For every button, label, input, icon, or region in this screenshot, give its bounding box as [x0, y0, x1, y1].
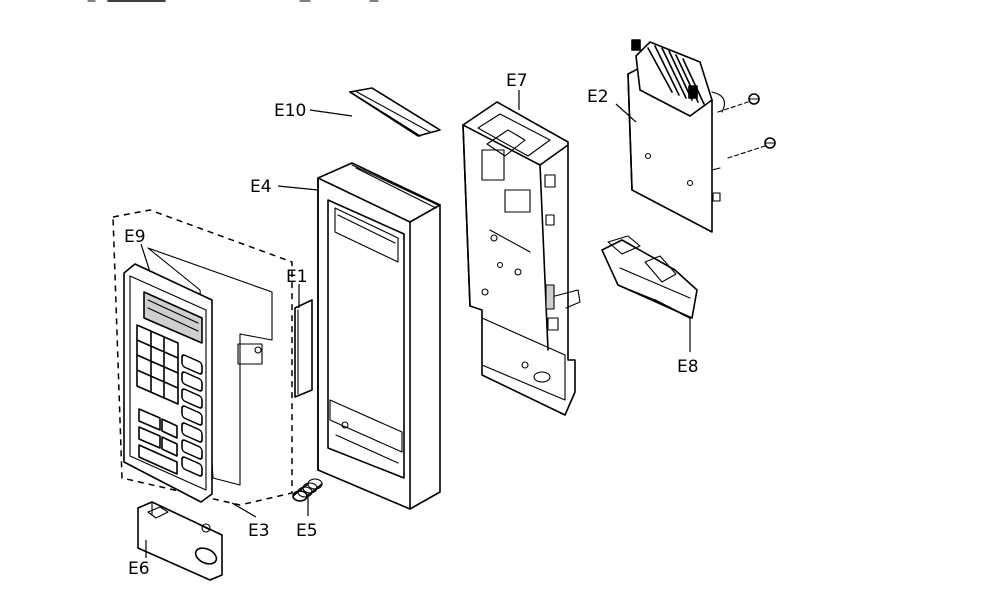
part-e1-strip[interactable] — [294, 299, 313, 398]
part-e6-latch-cover[interactable] — [137, 501, 223, 581]
label-e6: E6 — [128, 559, 150, 579]
part-e8-latch[interactable] — [601, 235, 698, 319]
label-e4: E4 — [250, 177, 272, 197]
part-e7-bracket[interactable] — [462, 101, 581, 416]
part-e3-assembly-outline — [112, 209, 293, 506]
label-e10: E10 — [274, 101, 306, 121]
part-e5-spring[interactable] — [292, 478, 323, 502]
part-e4-door-frame[interactable] — [317, 162, 441, 510]
screw-icon — [717, 93, 776, 159]
label-e8: E8 — [677, 357, 699, 377]
leader-e9 — [140, 243, 151, 273]
label-e9: E9 — [124, 227, 146, 247]
label-e2: E2 — [587, 87, 609, 107]
leader-e3 — [231, 502, 257, 518]
leader-e2 — [615, 103, 637, 123]
leader-e10 — [309, 109, 353, 117]
part-e2-board[interactable] — [627, 39, 725, 233]
part-e10-plate[interactable] — [349, 87, 441, 137]
label-e7: E7 — [506, 71, 528, 91]
label-e1: E1 — [286, 267, 308, 287]
part-e9-control-panel[interactable] — [123, 247, 273, 503]
leader-e4 — [277, 185, 319, 191]
label-e3: E3 — [248, 521, 270, 541]
label-e5: E5 — [296, 521, 318, 541]
